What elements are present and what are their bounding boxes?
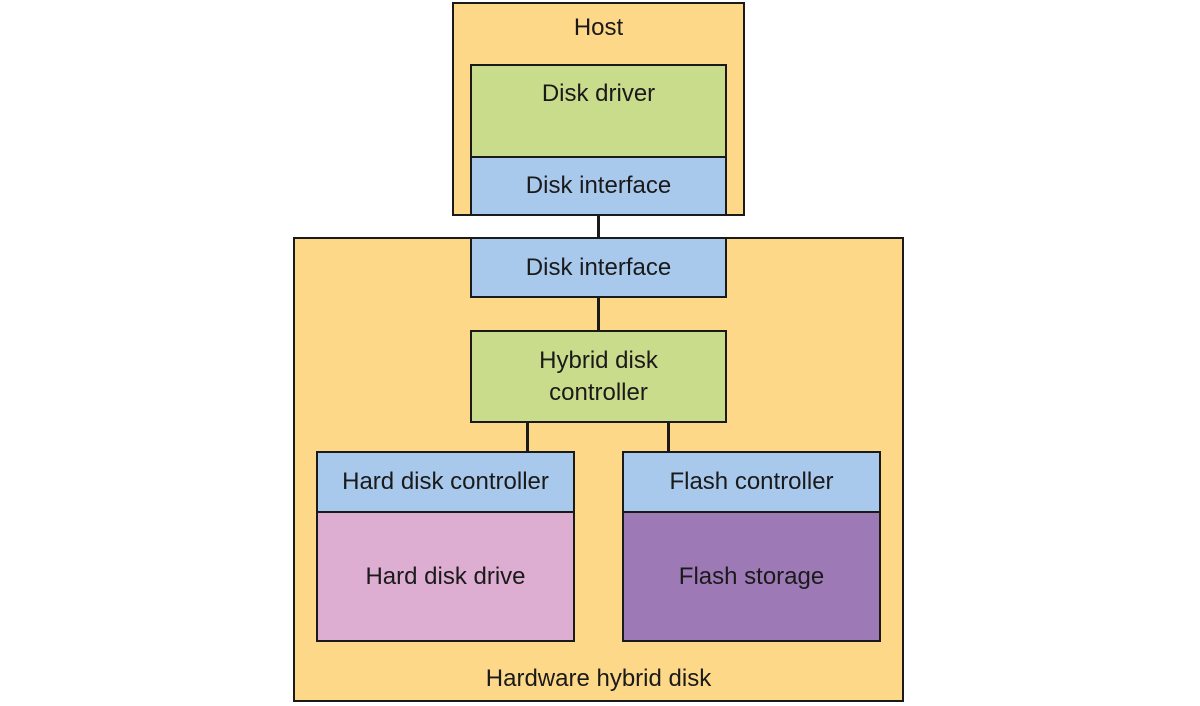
connector-interface-to-controller [597,298,600,331]
connector-host-to-hybrid [597,216,600,238]
hard-disk-controller-box: Hard disk controller [316,451,575,513]
hybrid-disk-interface-box: Disk interface [470,237,727,298]
disk-driver-box: Disk driver [470,64,727,158]
host-disk-interface-label: Disk interface [525,172,672,199]
connector-controller-to-hdd [526,423,529,452]
host-disk-interface-box: Disk interface [470,156,727,216]
hybrid-disk-controller-label: Hybrid disk controller [472,332,725,421]
connector-controller-to-flash [667,423,670,452]
hybrid-disk-controller-line2: controller [549,378,648,406]
hybrid-disk-title: Hardware hybrid disk [485,665,712,692]
flash-controller-box: Flash controller [622,451,881,513]
hybrid-disk-controller-line1: Hybrid disk [539,346,658,374]
hybrid-disk-interface-label: Disk interface [525,253,672,281]
flash-storage-box: Flash storage [622,511,881,642]
flash-storage-label: Flash storage [678,562,825,590]
hard-disk-drive-label: Hard disk drive [365,562,526,590]
hybrid-disk-controller-box: Hybrid disk controller [470,330,727,423]
hard-disk-drive-box: Hard disk drive [316,511,575,642]
host-title: Host [573,14,624,41]
flash-controller-label: Flash controller [669,468,834,495]
hard-disk-controller-label: Hard disk controller [342,468,549,495]
disk-driver-label: Disk driver [541,80,656,107]
